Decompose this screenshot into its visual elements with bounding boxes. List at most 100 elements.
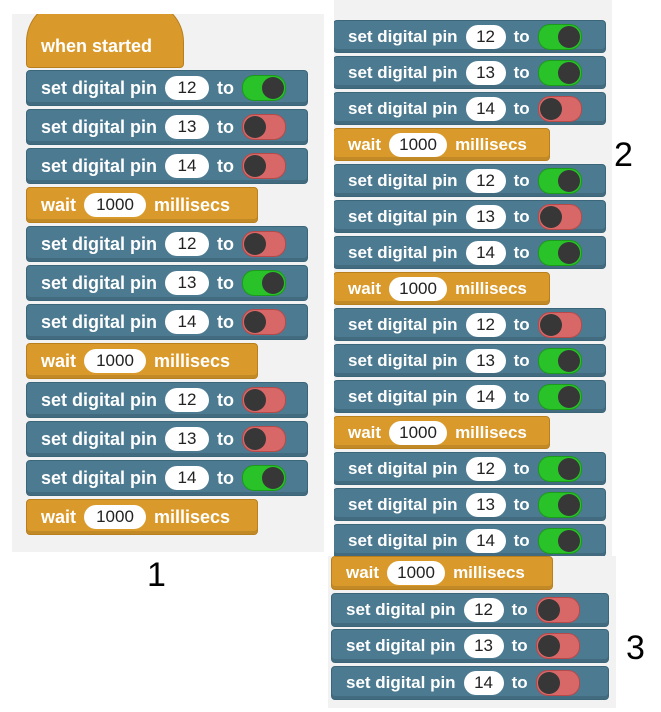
pin-state-toggle[interactable] <box>537 203 582 230</box>
toggle-knob <box>537 635 560 657</box>
pin-state-toggle[interactable] <box>537 491 582 518</box>
pin-state-toggle[interactable] <box>537 455 582 482</box>
pin-number-field[interactable]: 13 <box>463 634 504 658</box>
pin-state-toggle[interactable] <box>242 153 287 179</box>
wait-duration-field[interactable]: 1000 <box>84 505 147 529</box>
wait-duration-field[interactable]: 1000 <box>84 193 147 217</box>
pin-number-field[interactable]: 14 <box>165 310 210 334</box>
pin-state-toggle[interactable] <box>537 527 582 554</box>
pin-number-field[interactable]: 13 <box>465 492 506 517</box>
pin-number-field[interactable]: 13 <box>465 60 506 85</box>
when-started-block[interactable]: when started <box>26 14 184 68</box>
pin-number-field[interactable]: 12 <box>465 456 506 481</box>
pin-number-field[interactable]: 13 <box>465 204 506 229</box>
pin-state-toggle[interactable] <box>537 239 582 266</box>
set-digital-pin-label: set digital pin <box>41 155 158 176</box>
millisecs-label: millisecs <box>154 506 231 527</box>
pin-number-field[interactable]: 14 <box>465 384 506 409</box>
pin-state-toggle[interactable] <box>242 309 287 335</box>
pin-state-toggle[interactable] <box>242 114 287 140</box>
pin-number-field[interactable]: 12 <box>465 24 506 49</box>
wait-duration-field[interactable]: 1000 <box>389 132 448 157</box>
pin-state-toggle[interactable] <box>535 633 580 659</box>
when-started-label: when started <box>41 36 153 56</box>
pin-state-toggle[interactable] <box>537 383 582 410</box>
pin-number-field[interactable]: 13 <box>165 427 210 451</box>
pin-number-field[interactable]: 13 <box>165 115 210 139</box>
to-label: to <box>513 26 530 46</box>
wait-duration-field[interactable]: 1000 <box>84 349 147 373</box>
toggle-knob <box>262 272 285 294</box>
pin-state-toggle[interactable] <box>537 95 582 122</box>
pin-state-toggle[interactable] <box>242 231 287 257</box>
pin-number-field[interactable]: 12 <box>165 76 210 100</box>
pin-number-field[interactable]: 14 <box>165 466 210 490</box>
pin-number-field[interactable]: 12 <box>165 388 210 412</box>
pin-state-toggle[interactable] <box>537 311 582 338</box>
pin-state-toggle[interactable] <box>242 270 287 296</box>
wait-label: wait <box>41 194 77 215</box>
pin-state-toggle[interactable] <box>535 669 580 696</box>
pin-number-field[interactable]: 12 <box>165 232 210 256</box>
wait-label: wait <box>348 422 382 442</box>
pin-state-toggle[interactable] <box>537 23 582 50</box>
pin-number-field[interactable]: 14 <box>463 670 504 695</box>
pin-state-toggle[interactable] <box>242 387 287 413</box>
pin-number-field[interactable]: 12 <box>465 168 506 193</box>
pin-number-field[interactable]: 14 <box>165 154 210 178</box>
pin-number-field[interactable]: 14 <box>465 240 506 265</box>
wait-duration-field[interactable]: 1000 <box>389 276 448 301</box>
pin-number-field[interactable]: 13 <box>165 271 210 295</box>
toggle-knob <box>557 25 580 48</box>
pin-number-field[interactable]: 14 <box>465 528 506 553</box>
pin-state-toggle[interactable] <box>537 59 582 86</box>
pin-number-field[interactable]: 12 <box>463 597 504 622</box>
pin-state-toggle[interactable] <box>242 75 287 101</box>
pin-number-field[interactable]: 13 <box>465 348 506 373</box>
pin-state-toggle[interactable] <box>242 465 287 491</box>
pin-state-toggle[interactable] <box>535 596 580 623</box>
pin-state-toggle[interactable] <box>537 347 582 374</box>
pin-state-toggle[interactable] <box>537 167 582 194</box>
pin-state-toggle[interactable] <box>242 426 287 452</box>
wait-duration-field[interactable]: 1000 <box>389 420 448 445</box>
wait-duration-field[interactable]: 1000 <box>387 561 446 585</box>
to-label: to <box>513 494 530 514</box>
set-digital-pin-label: set digital pin <box>41 116 158 137</box>
pin-number-field[interactable]: 12 <box>465 312 506 337</box>
pin-number-field[interactable]: 14 <box>465 96 506 121</box>
set-digital-pin-label: set digital pin <box>346 599 456 619</box>
to-label: to <box>217 428 235 449</box>
